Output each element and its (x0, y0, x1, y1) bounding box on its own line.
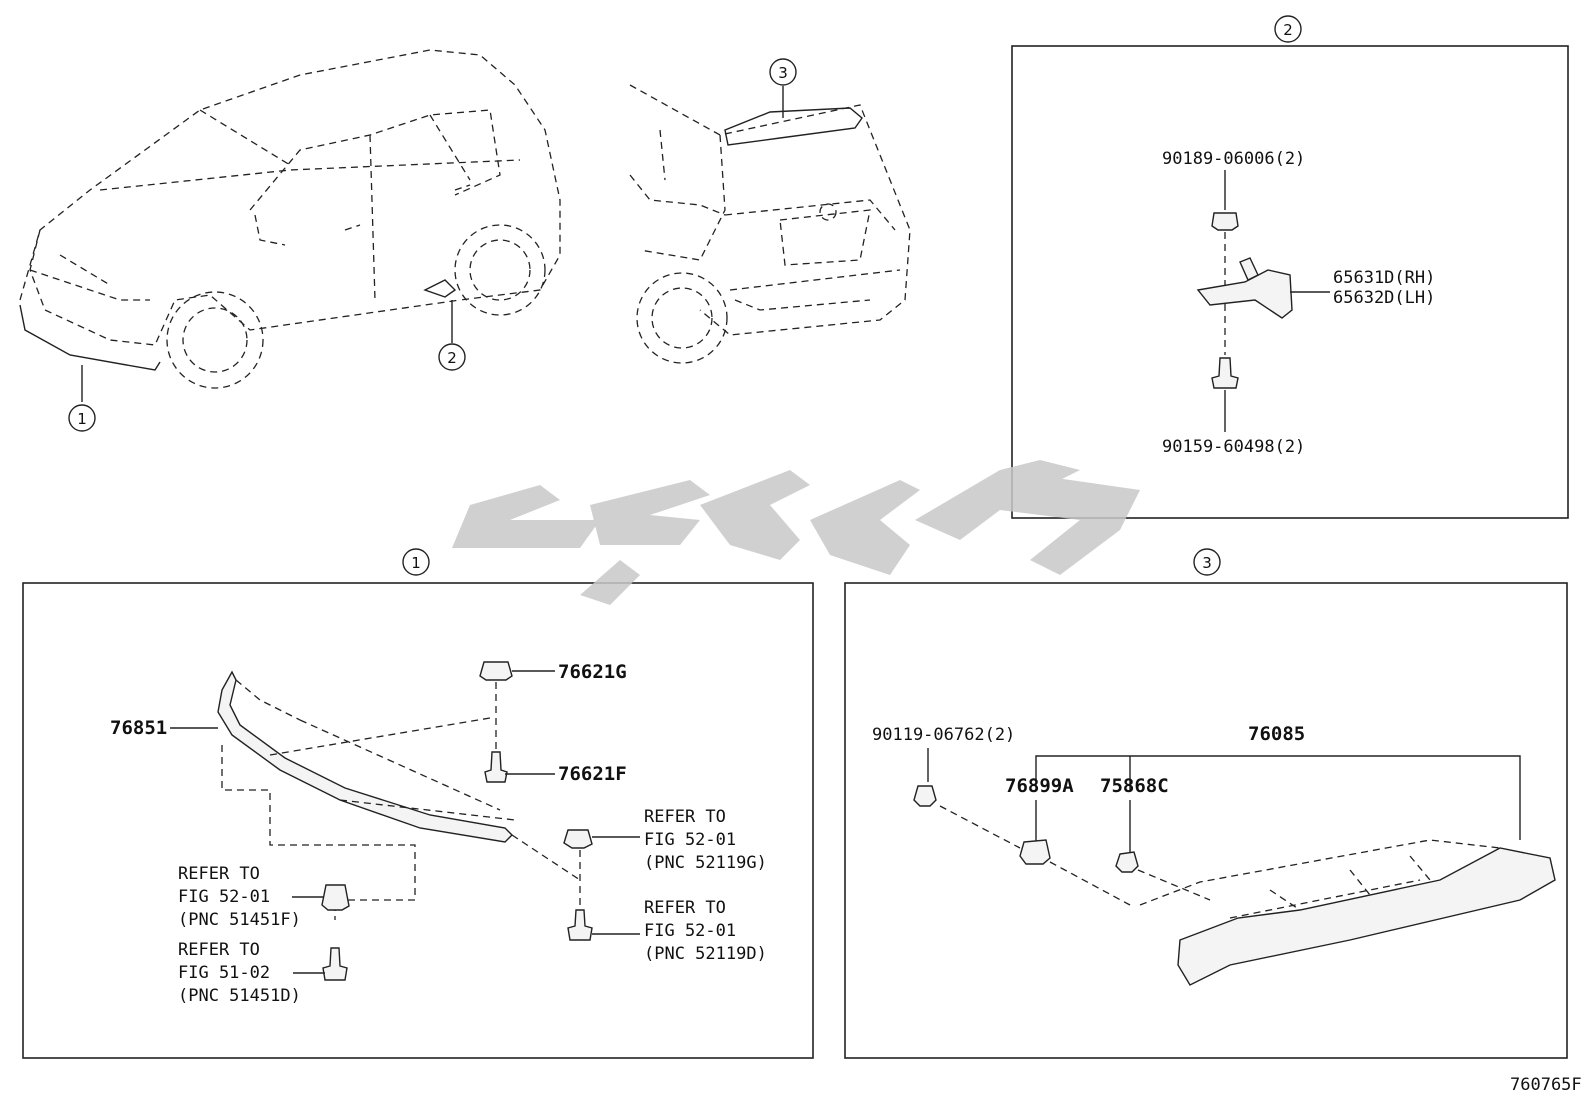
part-76621f: 76621F (558, 763, 627, 785)
car-front-view: 1 2 (19, 49, 561, 432)
panel-2-frame (1011, 45, 1569, 519)
callout-1-car-label: 1 (77, 410, 87, 428)
ref-d-line2: FIG 51-02 (178, 963, 270, 983)
part-90189-06006: 90189-06006(2) (1162, 149, 1305, 169)
bolt-52119d-icon (567, 909, 593, 941)
bolt-51451d-icon (322, 947, 348, 981)
ref-b-line3: (PNC 52119D) (644, 944, 767, 964)
clip-76621g-icon (479, 661, 513, 681)
watermark-logo (452, 460, 1140, 605)
panel-1-frame (22, 582, 814, 1059)
figure-code: 760765F (1510, 1075, 1582, 1095)
ref-b-line2: FIG 52-01 (644, 921, 736, 941)
screw-90119-icon (913, 785, 937, 807)
callout-3-car-label: 3 (778, 64, 788, 82)
panel-2: 2 90189-06006(2) 65631D(RH) 65632D(LH) 9… (1011, 15, 1569, 519)
part-65632d-lh: 65632D(LH) (1333, 288, 1435, 308)
ref-d-line3: (PNC 51451D) (178, 986, 301, 1006)
callout-3-panel (1193, 548, 1221, 576)
ref-c-line1: REFER TO (178, 864, 260, 884)
ref-a-line3: (PNC 52119G) (644, 853, 767, 873)
ref-c-line3: (PNC 51451F) (178, 910, 301, 930)
ref-d-line1: REFER TO (178, 940, 260, 960)
ref-a-line2: FIG 52-01 (644, 830, 736, 850)
callout-2-car-label: 2 (447, 349, 457, 367)
callout-3-panel-label: 3 (1202, 554, 1212, 572)
ref-b-line1: REFER TO (644, 898, 726, 918)
part-76621g: 76621G (558, 661, 627, 683)
panel-3-frame (844, 582, 1568, 1059)
callout-2-panel (1274, 15, 1302, 43)
part-65631d-rh: 65631D(RH) (1333, 268, 1435, 288)
part-75868c: 75868C (1100, 775, 1169, 797)
car-rear-view: 3 (629, 58, 911, 364)
side-bracket-icon (1196, 269, 1293, 319)
cushion-76899a-icon (1019, 839, 1051, 865)
clip-75868c-icon (1115, 851, 1139, 873)
callout-1-panel-label: 1 (411, 554, 421, 572)
part-90119-06762: 90119-06762(2) (872, 725, 1015, 745)
bolt-icon (1211, 357, 1239, 389)
front-spoiler-icon (217, 670, 513, 843)
clip-52119g-icon (563, 829, 593, 849)
part-76899a: 76899A (1005, 775, 1074, 797)
callout-3-car (769, 58, 797, 86)
callout-2-panel-label: 2 (1283, 21, 1293, 39)
panel-3: 3 76085 90119-06762(2) 76899A 75868C (844, 548, 1568, 1059)
callout-2-car (438, 343, 466, 371)
part-76851: 76851 (110, 717, 167, 739)
panel-1: 1 76851 76621G 76621F REFER TO FIG 52-01… (22, 548, 814, 1059)
part-76085: 76085 (1248, 723, 1305, 745)
clip-nut-icon (1211, 212, 1239, 231)
ref-c-line2: FIG 52-01 (178, 887, 270, 907)
clip-51451f-icon (321, 884, 350, 911)
part-90159-60498: 90159-60498(2) (1162, 437, 1305, 457)
callout-1-panel (402, 548, 430, 576)
callout-1-car (68, 404, 96, 432)
ref-a-line1: REFER TO (644, 807, 726, 827)
screw-76621f-icon (484, 751, 508, 783)
